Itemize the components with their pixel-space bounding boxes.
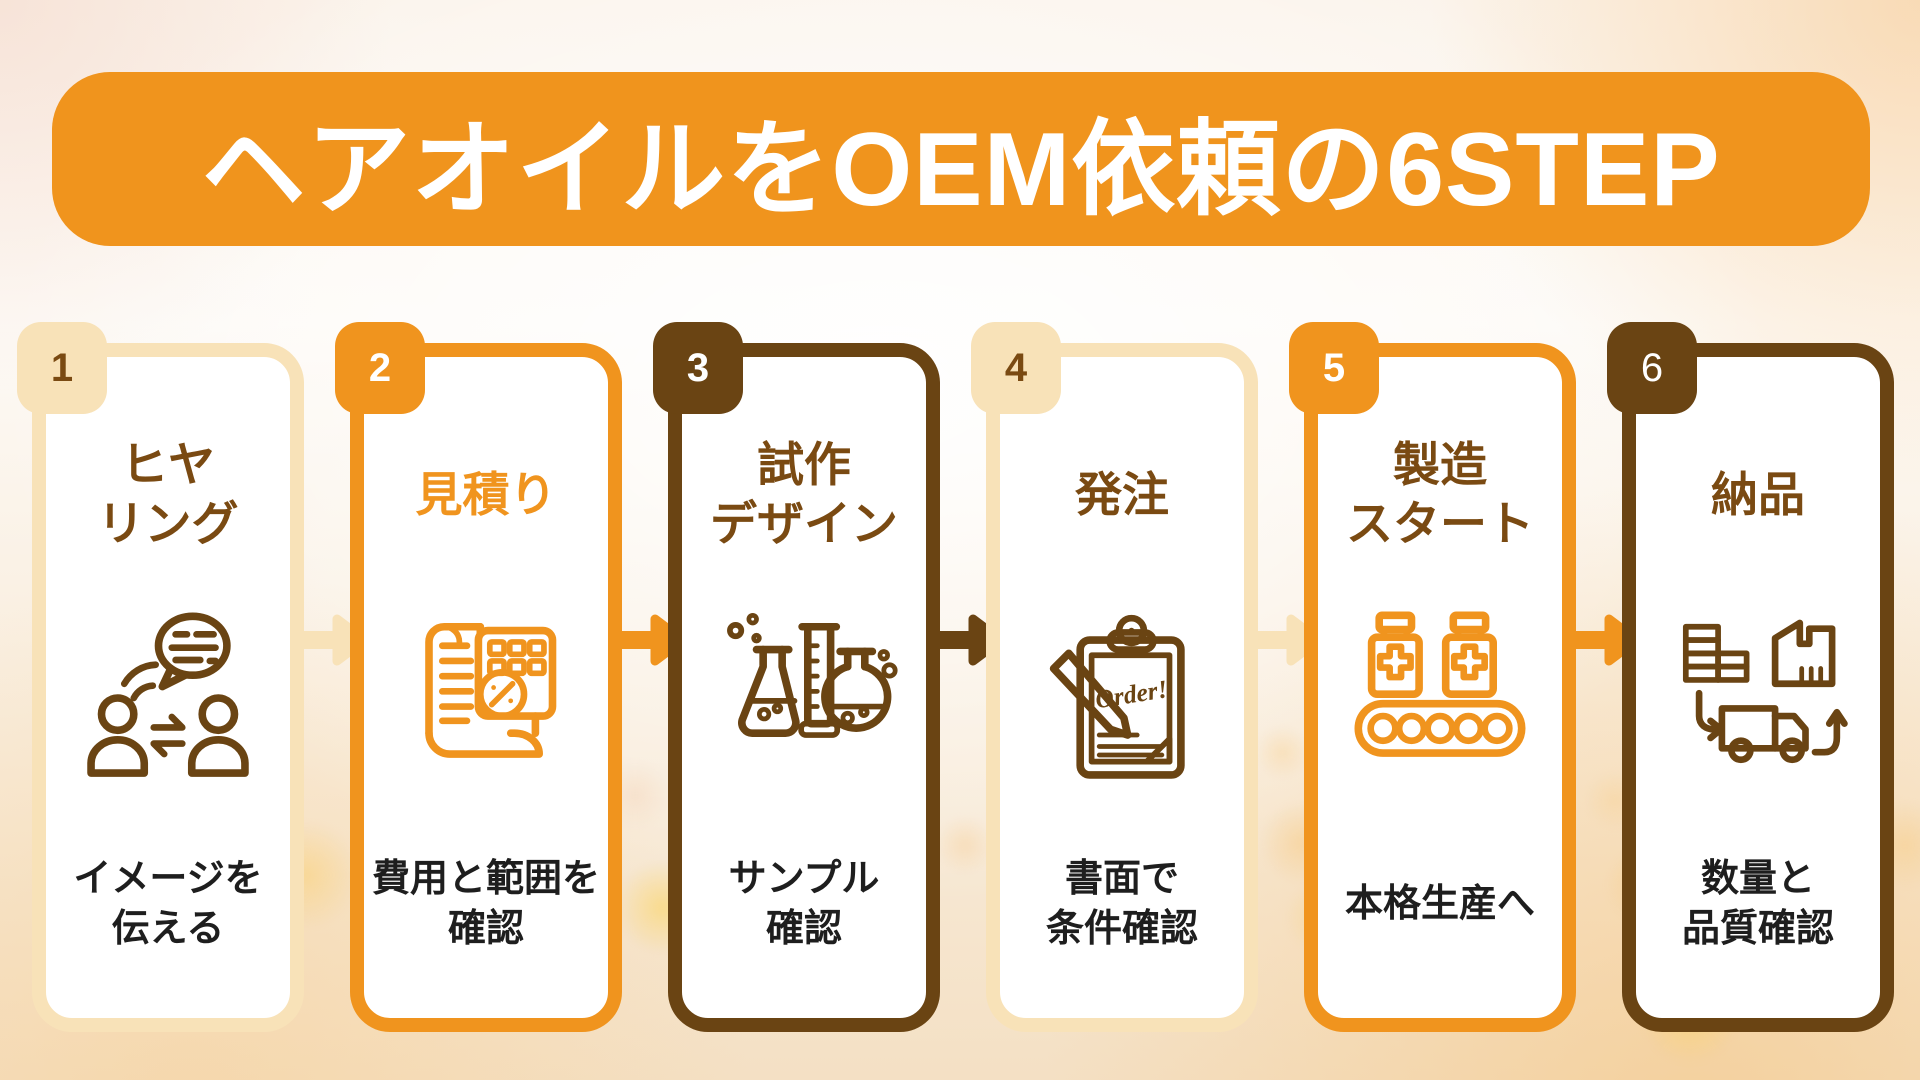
step-description: 本格生産へ bbox=[1344, 882, 1535, 925]
step-number-badge: 4 bbox=[971, 322, 1061, 414]
card-outline bbox=[1304, 343, 1576, 1032]
step-description: イメージを 伝える bbox=[73, 857, 263, 950]
order-clipboard-icon: Order! bbox=[1000, 600, 1244, 796]
receipt-calculator-icon bbox=[364, 600, 608, 796]
step-number: 4 bbox=[1004, 345, 1028, 390]
step-card-6: 6 納品 bbox=[1563, 322, 1894, 1032]
step-number-badge: 6 bbox=[1607, 322, 1697, 414]
step-number: 1 bbox=[50, 345, 74, 390]
step-title: 試作 デザイン bbox=[710, 438, 898, 550]
card-outline bbox=[986, 343, 1258, 1032]
conversation-icon bbox=[46, 600, 290, 796]
page-title: ヘアオイルをOEM依頼の6STEP bbox=[201, 111, 1721, 228]
step-description: サンプル 確認 bbox=[728, 857, 880, 950]
step-number-badge: 3 bbox=[653, 322, 743, 414]
step-title: ヒヤ リング bbox=[97, 438, 239, 550]
step-number: 3 bbox=[686, 345, 710, 390]
step-number-badge: 2 bbox=[335, 322, 425, 414]
production-line-icon bbox=[1318, 600, 1562, 796]
lab-flasks-icon bbox=[682, 600, 926, 796]
steps-row: 1 ヒヤ リング bbox=[17, 322, 1894, 1032]
step-description: 書面で 条件確認 bbox=[1045, 857, 1198, 950]
step-title: 納品 bbox=[1711, 467, 1805, 521]
step-description: 数量と 品質確認 bbox=[1681, 857, 1834, 950]
step-title: 製造 スタート bbox=[1346, 438, 1534, 550]
step-card-2: 2 見積り bbox=[291, 322, 622, 1032]
step-number-badge: 1 bbox=[17, 322, 107, 414]
step-card-4: 4 発注 Order! bbox=[927, 322, 1258, 1032]
title-banner: ヘアオイルをOEM依頼の6STEP bbox=[52, 72, 1870, 246]
step-number: 5 bbox=[1322, 345, 1346, 390]
delivery-truck-factory-icon bbox=[1636, 600, 1880, 796]
step-number-badge: 5 bbox=[1289, 322, 1379, 414]
step-title: 発注 bbox=[1075, 467, 1169, 521]
step-card-1: 1 ヒヤ リング bbox=[17, 322, 304, 1032]
step-card-5: 5 製造 スタート bbox=[1245, 322, 1576, 1032]
card-outline bbox=[350, 343, 622, 1032]
step-number: 2 bbox=[368, 345, 392, 390]
step-description: 費用と範囲を 確認 bbox=[371, 857, 600, 950]
step-title: 見積り bbox=[415, 467, 557, 521]
step-card-3: 3 試作 デザイン bbox=[609, 322, 940, 1032]
step-number: 6 bbox=[1640, 345, 1664, 390]
